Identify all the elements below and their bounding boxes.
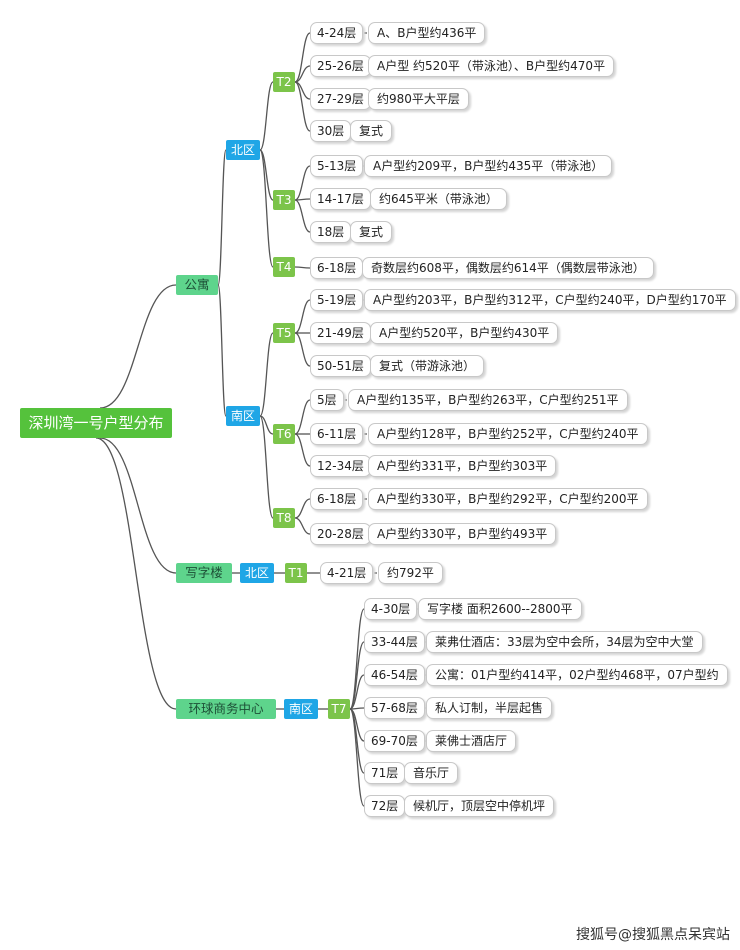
- connector-line: [259, 415, 274, 519]
- category-center[interactable]: 环球商务中心: [176, 699, 276, 719]
- floor-label[interactable]: 57-68层: [364, 697, 425, 719]
- floor-label[interactable]: 6-18层: [310, 488, 364, 510]
- floor-label[interactable]: 50-51层: [310, 355, 371, 377]
- tower-t4[interactable]: T4: [273, 257, 295, 277]
- connector-line: [294, 266, 311, 269]
- unit-detail[interactable]: 私人订制，半层起售: [426, 697, 553, 719]
- floor-label[interactable]: 4-21层: [320, 562, 374, 584]
- connector-line: [294, 399, 311, 435]
- connector-line: [294, 332, 311, 367]
- tower-t1[interactable]: T1: [285, 563, 307, 583]
- zone-office-north[interactable]: 北区: [240, 563, 274, 583]
- connector-line: [294, 32, 311, 83]
- connector-line: [294, 65, 311, 83]
- unit-detail[interactable]: A户型约209平，B户型约435平（带泳池）: [364, 155, 613, 177]
- tower-t8[interactable]: T8: [273, 508, 295, 528]
- connector-line: [349, 708, 365, 807]
- unit-detail[interactable]: A户型约520平，B户型约430平: [370, 322, 559, 344]
- floor-label[interactable]: 46-54层: [364, 664, 425, 686]
- unit-detail[interactable]: 约792平: [378, 562, 443, 584]
- connector-line: [294, 498, 311, 519]
- tower-t5[interactable]: T5: [273, 323, 295, 343]
- watermark: 搜狐号@搜狐黑点呆宾站: [576, 927, 730, 943]
- connector-line: [294, 81, 311, 132]
- floor-label[interactable]: 33-44层: [364, 631, 425, 653]
- floor-label[interactable]: 20-28层: [310, 523, 371, 545]
- connector-line: [259, 332, 274, 417]
- unit-detail[interactable]: 复式: [350, 221, 393, 243]
- unit-detail[interactable]: A户型约135平，B户型约263平，C户型约251平: [348, 389, 628, 411]
- connector-line: [217, 149, 227, 286]
- category-apartment[interactable]: 公寓: [176, 275, 218, 295]
- floor-label[interactable]: 25-26层: [310, 55, 371, 77]
- connector-line: [99, 437, 177, 574]
- tower-t7[interactable]: T7: [328, 699, 350, 719]
- unit-detail[interactable]: 写字楼 面积2600--2800平: [418, 598, 582, 620]
- unit-detail[interactable]: 莱佛士酒店厅: [426, 730, 517, 752]
- floor-label[interactable]: 18层: [310, 221, 352, 243]
- connector-line: [294, 165, 311, 201]
- unit-detail[interactable]: A户型约330平，B户型约493平: [368, 523, 557, 545]
- zone-center-south[interactable]: 南区: [284, 699, 318, 719]
- floor-label[interactable]: 12-34层: [310, 455, 371, 477]
- unit-detail[interactable]: 复式: [350, 120, 393, 142]
- floor-label[interactable]: 5层: [310, 389, 344, 411]
- floor-label[interactable]: 5-13层: [310, 155, 364, 177]
- unit-detail[interactable]: A户型约331平，B户型约303平: [368, 455, 557, 477]
- root-node[interactable]: 深圳湾一号户型分布: [20, 408, 172, 438]
- floor-label[interactable]: 21-49层: [310, 322, 371, 344]
- floor-label[interactable]: 4-30层: [364, 598, 418, 620]
- unit-detail[interactable]: A户型约203平，B户型约312平，C户型约240平，D户型约170平: [364, 289, 736, 311]
- unit-detail[interactable]: 音乐厅: [404, 762, 459, 784]
- connector-line: [259, 81, 274, 151]
- unit-detail[interactable]: 莱弗仕酒店：33层为空中会所，34层为空中大堂: [426, 631, 703, 653]
- connector-line: [349, 674, 365, 710]
- unit-detail[interactable]: 复式（带游泳池）: [370, 355, 485, 377]
- connector-line: [294, 299, 311, 334]
- floor-label[interactable]: 6-18层: [310, 257, 364, 279]
- unit-detail[interactable]: 约645平米（带泳池）: [370, 188, 507, 210]
- tower-t2[interactable]: T2: [273, 72, 295, 92]
- floor-label[interactable]: 30层: [310, 120, 352, 142]
- unit-detail[interactable]: 约980平大平层: [368, 88, 469, 110]
- unit-detail[interactable]: 候机厅，顶层空中停机坪: [404, 795, 555, 817]
- unit-detail[interactable]: A户型 约520平（带泳池）、B户型约470平: [368, 55, 615, 77]
- connector-line: [259, 415, 274, 435]
- floor-label[interactable]: 4-24层: [310, 22, 364, 44]
- floor-label[interactable]: 6-11层: [310, 423, 364, 445]
- floor-label[interactable]: 14-17层: [310, 188, 371, 210]
- floor-label[interactable]: 72层: [364, 795, 406, 817]
- category-office[interactable]: 写字楼: [176, 563, 232, 583]
- connector-line: [259, 149, 274, 268]
- connector-line: [294, 199, 311, 233]
- zone-south[interactable]: 南区: [226, 406, 260, 426]
- floor-label[interactable]: 69-70层: [364, 730, 425, 752]
- unit-detail[interactable]: A、B户型约436平: [368, 22, 486, 44]
- unit-detail[interactable]: A户型约330平，B户型约292平，C户型约200平: [368, 488, 648, 510]
- connector-line: [99, 284, 177, 409]
- connector-line: [294, 433, 311, 467]
- connector-line: [217, 284, 227, 417]
- unit-detail[interactable]: 奇数层约608平，偶数层约614平（偶数层带泳池）: [362, 257, 654, 279]
- zone-north[interactable]: 北区: [226, 140, 260, 160]
- unit-detail[interactable]: A户型约128平，B户型约252平，C户型约240平: [368, 423, 648, 445]
- tower-t6[interactable]: T6: [273, 424, 295, 444]
- floor-label[interactable]: 27-29层: [310, 88, 371, 110]
- connector-line: [294, 517, 311, 535]
- connector-line: [95, 437, 177, 710]
- floor-label[interactable]: 71层: [364, 762, 406, 784]
- unit-detail[interactable]: 公寓：01户型约414平，02户型约468平，07户型约: [426, 664, 728, 686]
- tower-t3[interactable]: T3: [273, 190, 295, 210]
- floor-label[interactable]: 5-19层: [310, 289, 364, 311]
